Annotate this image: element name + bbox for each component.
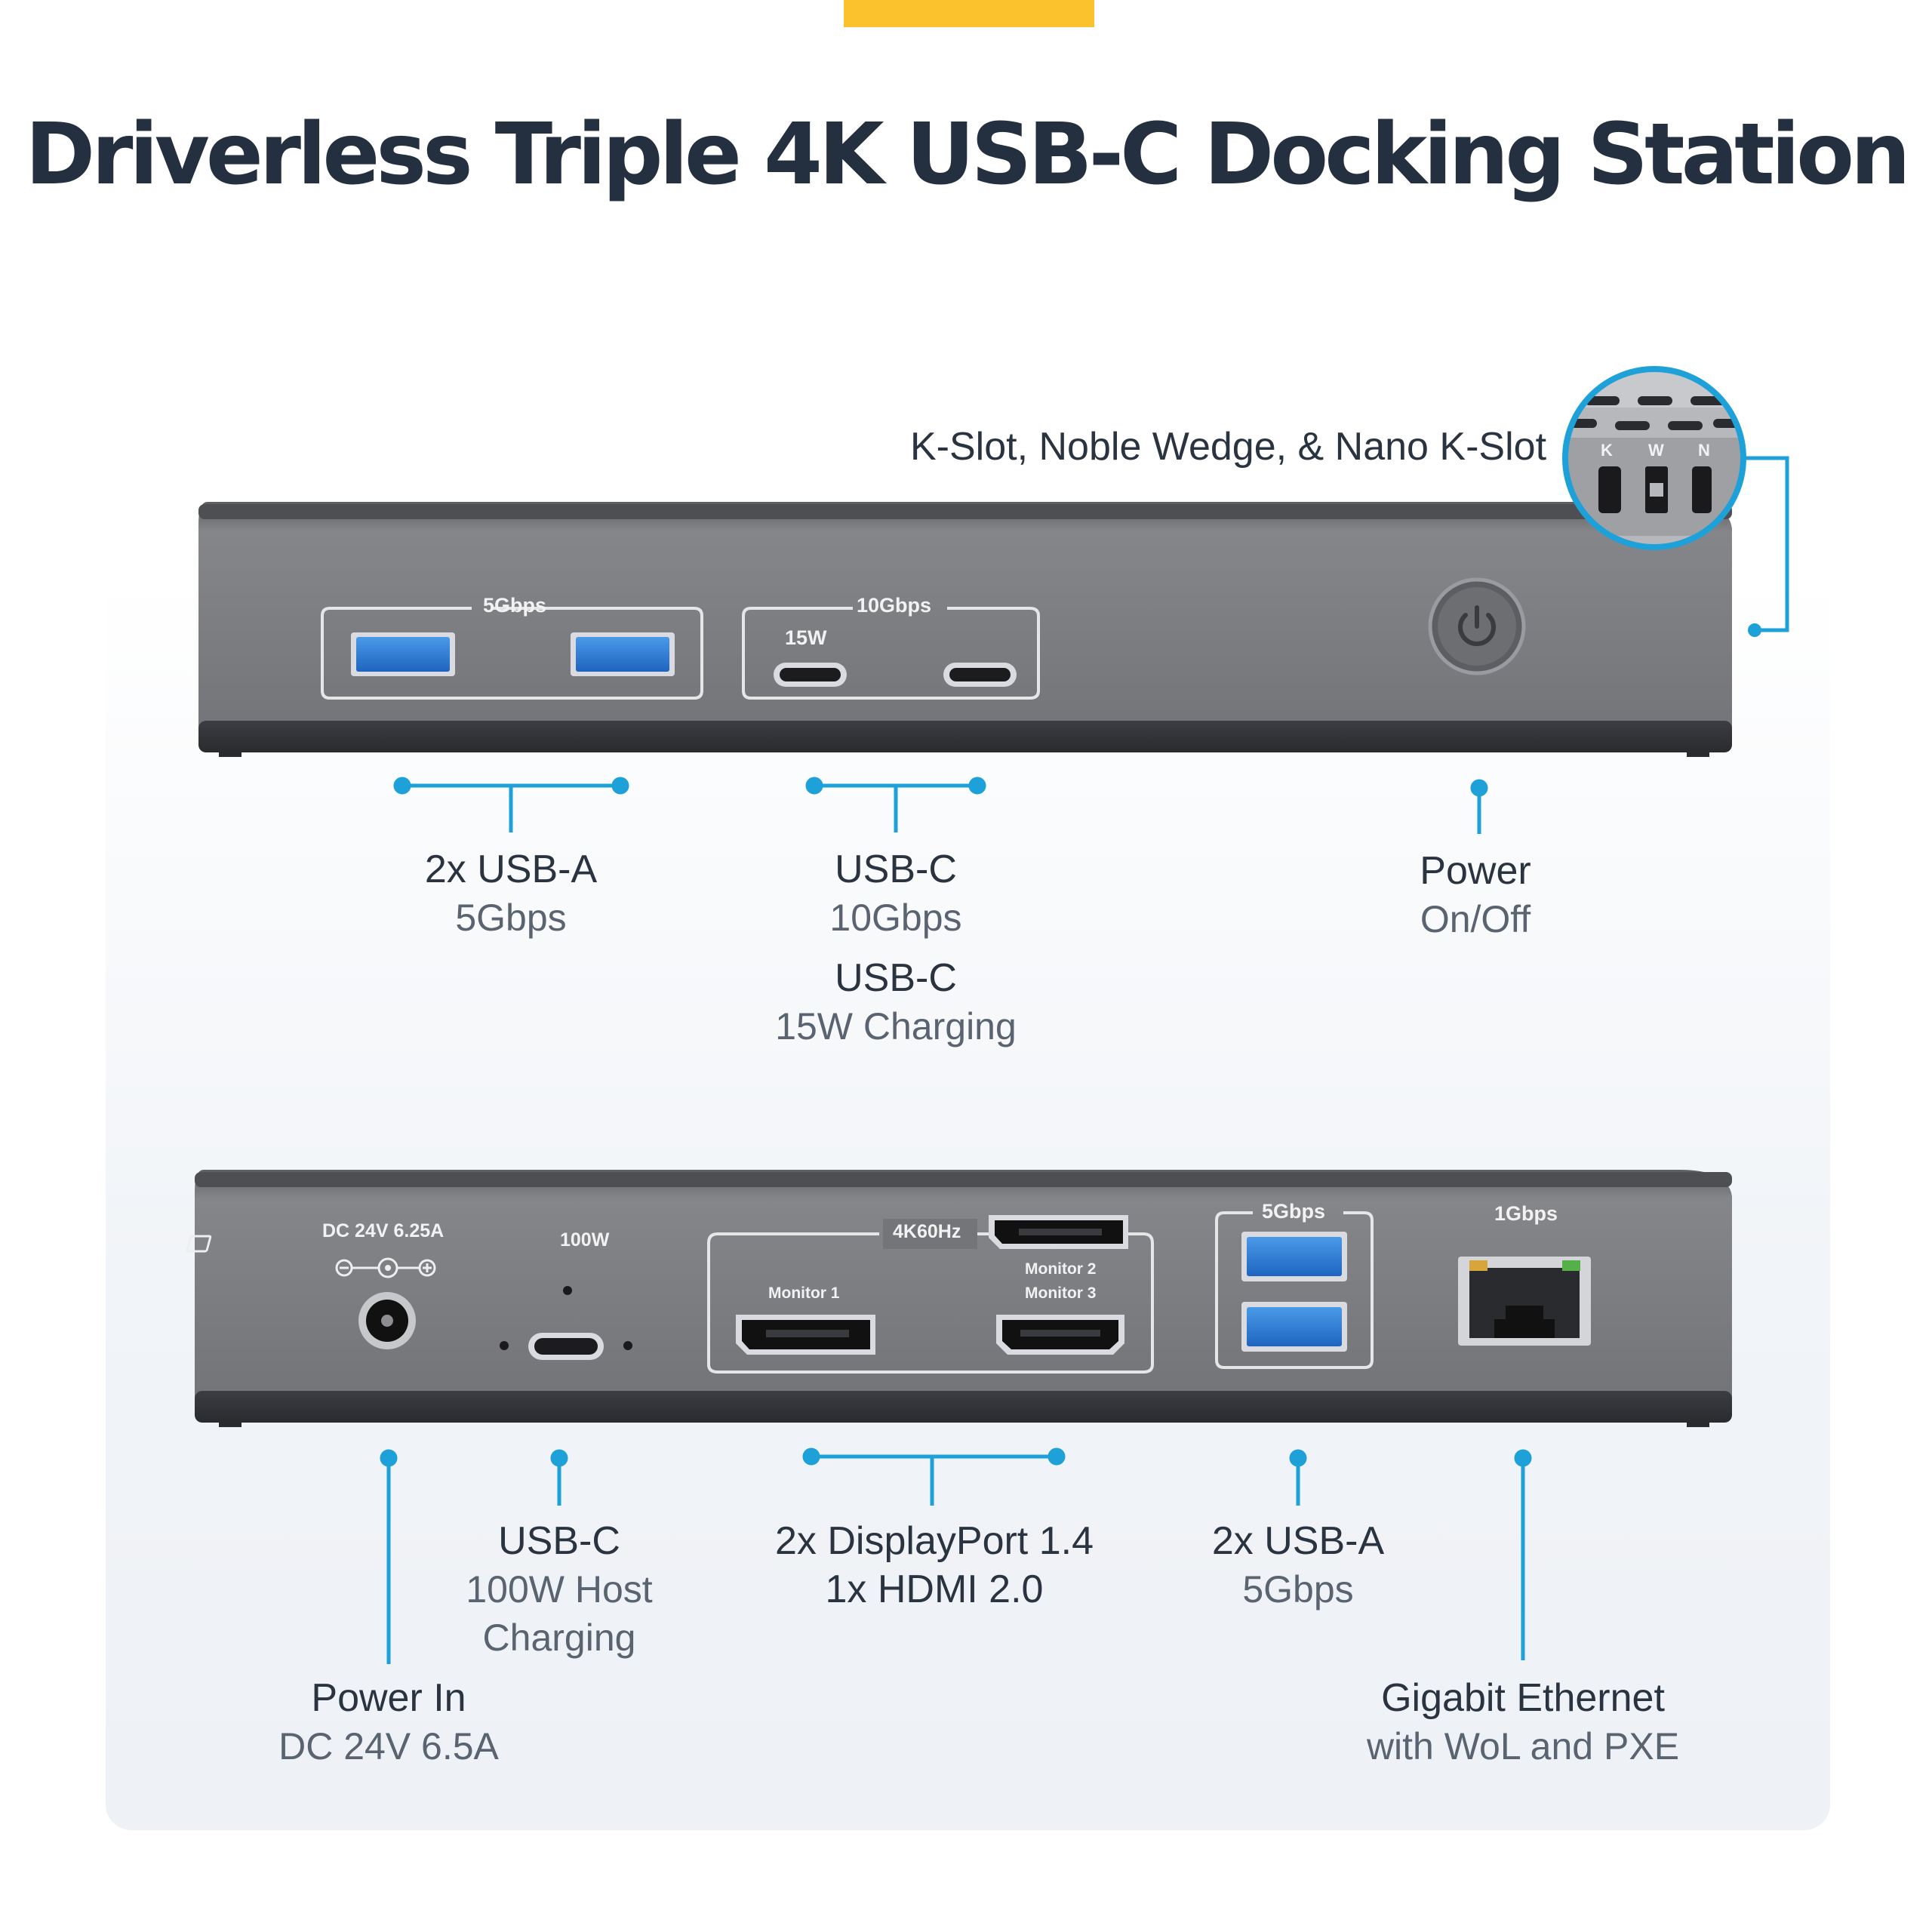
callout-rear-video: 2x DisplayPort 1.4 1x HDMI 2.0 <box>775 1517 1094 1614</box>
page-title: Driverless Triple 4K USB-C Docking Stati… <box>25 106 1911 204</box>
power-button-icon <box>1428 577 1526 675</box>
callout-front-power: Power On/Off <box>1420 847 1531 943</box>
callout-title-2: USB-C <box>835 956 957 1000</box>
callout-title: 2x DisplayPort 1.4 <box>775 1519 1094 1563</box>
rear-monitor3-label: Monitor 3 <box>1025 1284 1097 1302</box>
callout-title: Power In <box>311 1676 466 1720</box>
callout-title: USB-C <box>835 848 957 891</box>
video-group-outline <box>707 1232 1154 1374</box>
security-slot-label: K-Slot, Noble Wedge, & Nano K-Slot <box>910 425 1547 469</box>
dc-jack <box>335 1257 436 1349</box>
rear-usba-group-label: 5Gbps <box>1262 1200 1326 1223</box>
callout-title: 2x USB-A <box>1211 1519 1385 1563</box>
hdmi-monitor-3 <box>996 1315 1124 1355</box>
front-callout-lines <box>393 777 1488 834</box>
callout-rear-usbc: USB-C 100W Host Charging <box>466 1517 652 1662</box>
displayport-monitor-1 <box>736 1315 875 1355</box>
slot-w-label: W <box>1648 441 1664 460</box>
callout-subtitle: 5Gbps <box>455 897 567 939</box>
callout-title: Power <box>1420 849 1531 893</box>
rear-dc-label: DC 24V 6.25A <box>322 1220 445 1241</box>
ethernet-port <box>1458 1257 1591 1346</box>
callout-front-usbc: USB-C 10Gbps USB-C 15W Charging <box>775 845 1017 1051</box>
callout-title-2: 1x HDMI 2.0 <box>825 1567 1044 1611</box>
displayport-monitor-2 <box>989 1215 1128 1249</box>
callout-subtitle: 100W Host <box>466 1568 653 1611</box>
rear-video-group-label: 4K60Hz <box>893 1221 961 1242</box>
usba-group-outline <box>321 607 703 700</box>
usb-c-100w-port <box>186 1235 632 1360</box>
callout-title: USB-C <box>498 1519 620 1563</box>
front-dock <box>198 502 1732 757</box>
slot-k-label: K <box>1601 441 1613 460</box>
usbc-group-outline <box>742 607 1040 700</box>
rear-dock <box>186 1170 1732 1427</box>
slot-n-label: N <box>1698 441 1710 460</box>
front-usbc-15w-label: 15W <box>785 626 827 649</box>
callout-subtitle: 5Gbps <box>1242 1568 1354 1611</box>
callout-subtitle: with WoL and PXE <box>1366 1725 1680 1767</box>
callout-title: Gigabit Ethernet <box>1381 1676 1665 1720</box>
rear-monitor2-label: Monitor 2 <box>1025 1260 1097 1278</box>
front-usbc-group-label: 10Gbps <box>857 594 932 617</box>
usba-rear-group-outline <box>1215 1211 1374 1369</box>
rear-monitor1-label: Monitor 1 <box>768 1284 840 1302</box>
callout-rear-usba: 2x USB-A 5Gbps <box>1212 1517 1384 1614</box>
callout-rear-power-in: Power In DC 24V 6.5A <box>278 1674 499 1770</box>
front-usba-group-label: 5Gbps <box>483 594 547 617</box>
callout-title: 2x USB-A <box>424 848 598 891</box>
callout-subtitle-2: 15W Charging <box>775 1005 1017 1048</box>
rear-callout-lines <box>380 1447 1532 1664</box>
callout-subtitle: On/Off <box>1420 898 1531 940</box>
callout-front-usba: 2x USB-A 5Gbps <box>425 845 597 942</box>
rear-usbc-label: 100W <box>560 1229 610 1251</box>
callout-subtitle-2: Charging <box>482 1617 636 1659</box>
callout-rear-ethernet: Gigabit Ethernet with WoL and PXE <box>1367 1674 1679 1770</box>
accent-bar <box>844 0 1094 27</box>
rear-ethernet-label: 1Gbps <box>1494 1202 1558 1225</box>
callout-subtitle: DC 24V 6.5A <box>278 1725 499 1767</box>
security-slot-zoom <box>1562 366 1789 637</box>
callout-subtitle: 10Gbps <box>829 897 962 939</box>
